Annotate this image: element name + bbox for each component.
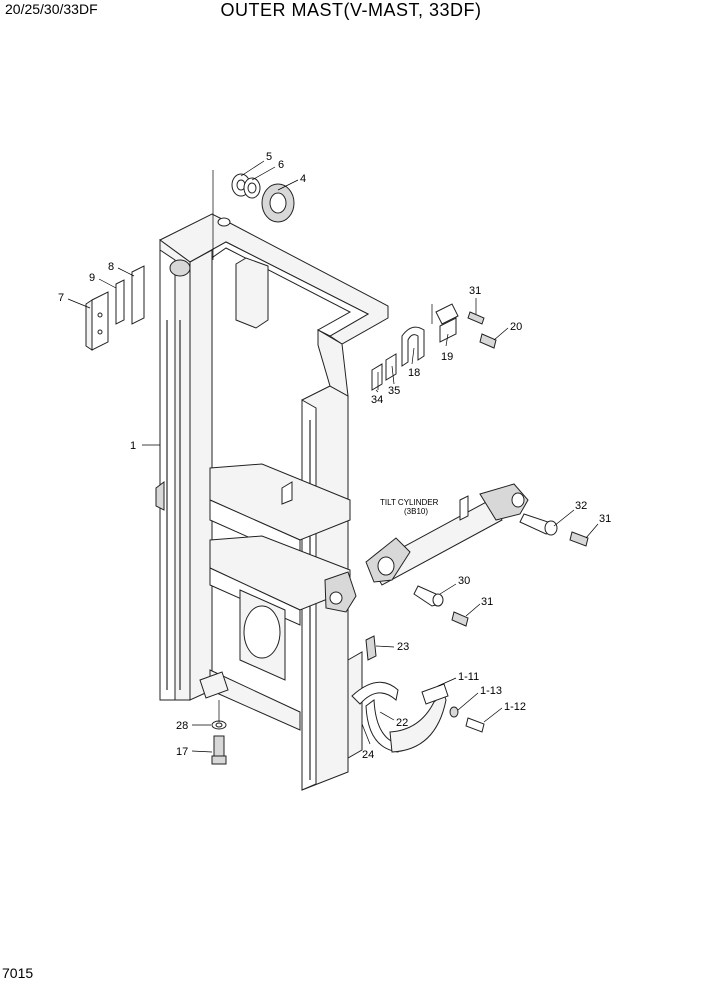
callout-30: 30 xyxy=(458,575,470,587)
callout-6: 6 xyxy=(278,159,284,171)
callout-35: 35 xyxy=(388,385,400,397)
tilt-cylinder-code: (3B10) xyxy=(404,507,428,516)
callout-19: 19 xyxy=(441,351,453,363)
callout-20: 20 xyxy=(510,321,522,333)
outer-mast-frame xyxy=(155,213,389,791)
model-code: 20/25/30/33DF xyxy=(5,1,98,17)
callout-17: 17 xyxy=(176,746,188,758)
page-number: 7015 xyxy=(2,965,34,981)
callouts: 1 4 5 6 7 8 9 17 18 19 20 22 23 xyxy=(58,151,611,761)
callout-9: 9 xyxy=(89,272,95,284)
callout-1-13: 1-13 xyxy=(480,685,502,697)
callout-1-11: 1-11 xyxy=(458,671,479,683)
trunnion-cap-assembly xyxy=(351,635,485,753)
callout-28: 28 xyxy=(176,720,188,732)
callout-31-clamp: 31 xyxy=(469,285,481,297)
callout-1-12: 1-12 xyxy=(504,701,526,713)
cylinder-pins xyxy=(413,513,589,627)
callout-24: 24 xyxy=(362,749,374,761)
hose-clamp-assembly xyxy=(371,303,497,391)
callout-7: 7 xyxy=(58,292,64,304)
bottom-bolt xyxy=(211,700,227,765)
callout-8: 8 xyxy=(108,261,114,273)
callout-34: 34 xyxy=(371,394,383,406)
callout-1: 1 xyxy=(130,440,136,452)
callout-5: 5 xyxy=(266,151,272,163)
callout-31-pin: 31 xyxy=(599,513,611,525)
callout-31-cylinder: 31 xyxy=(481,596,493,608)
page-title: OUTER MAST(V-MAST, 33DF) xyxy=(220,0,482,20)
tilt-cylinder xyxy=(365,483,529,586)
callout-4: 4 xyxy=(300,173,306,185)
callout-23: 23 xyxy=(397,641,409,653)
callout-22: 22 xyxy=(396,717,408,729)
bearing-assembly xyxy=(212,170,295,260)
callout-18: 18 xyxy=(408,367,420,379)
stopper-plates xyxy=(85,265,145,351)
tilt-cylinder-label: TILT CYLINDER xyxy=(380,498,439,507)
callout-32: 32 xyxy=(575,500,587,512)
